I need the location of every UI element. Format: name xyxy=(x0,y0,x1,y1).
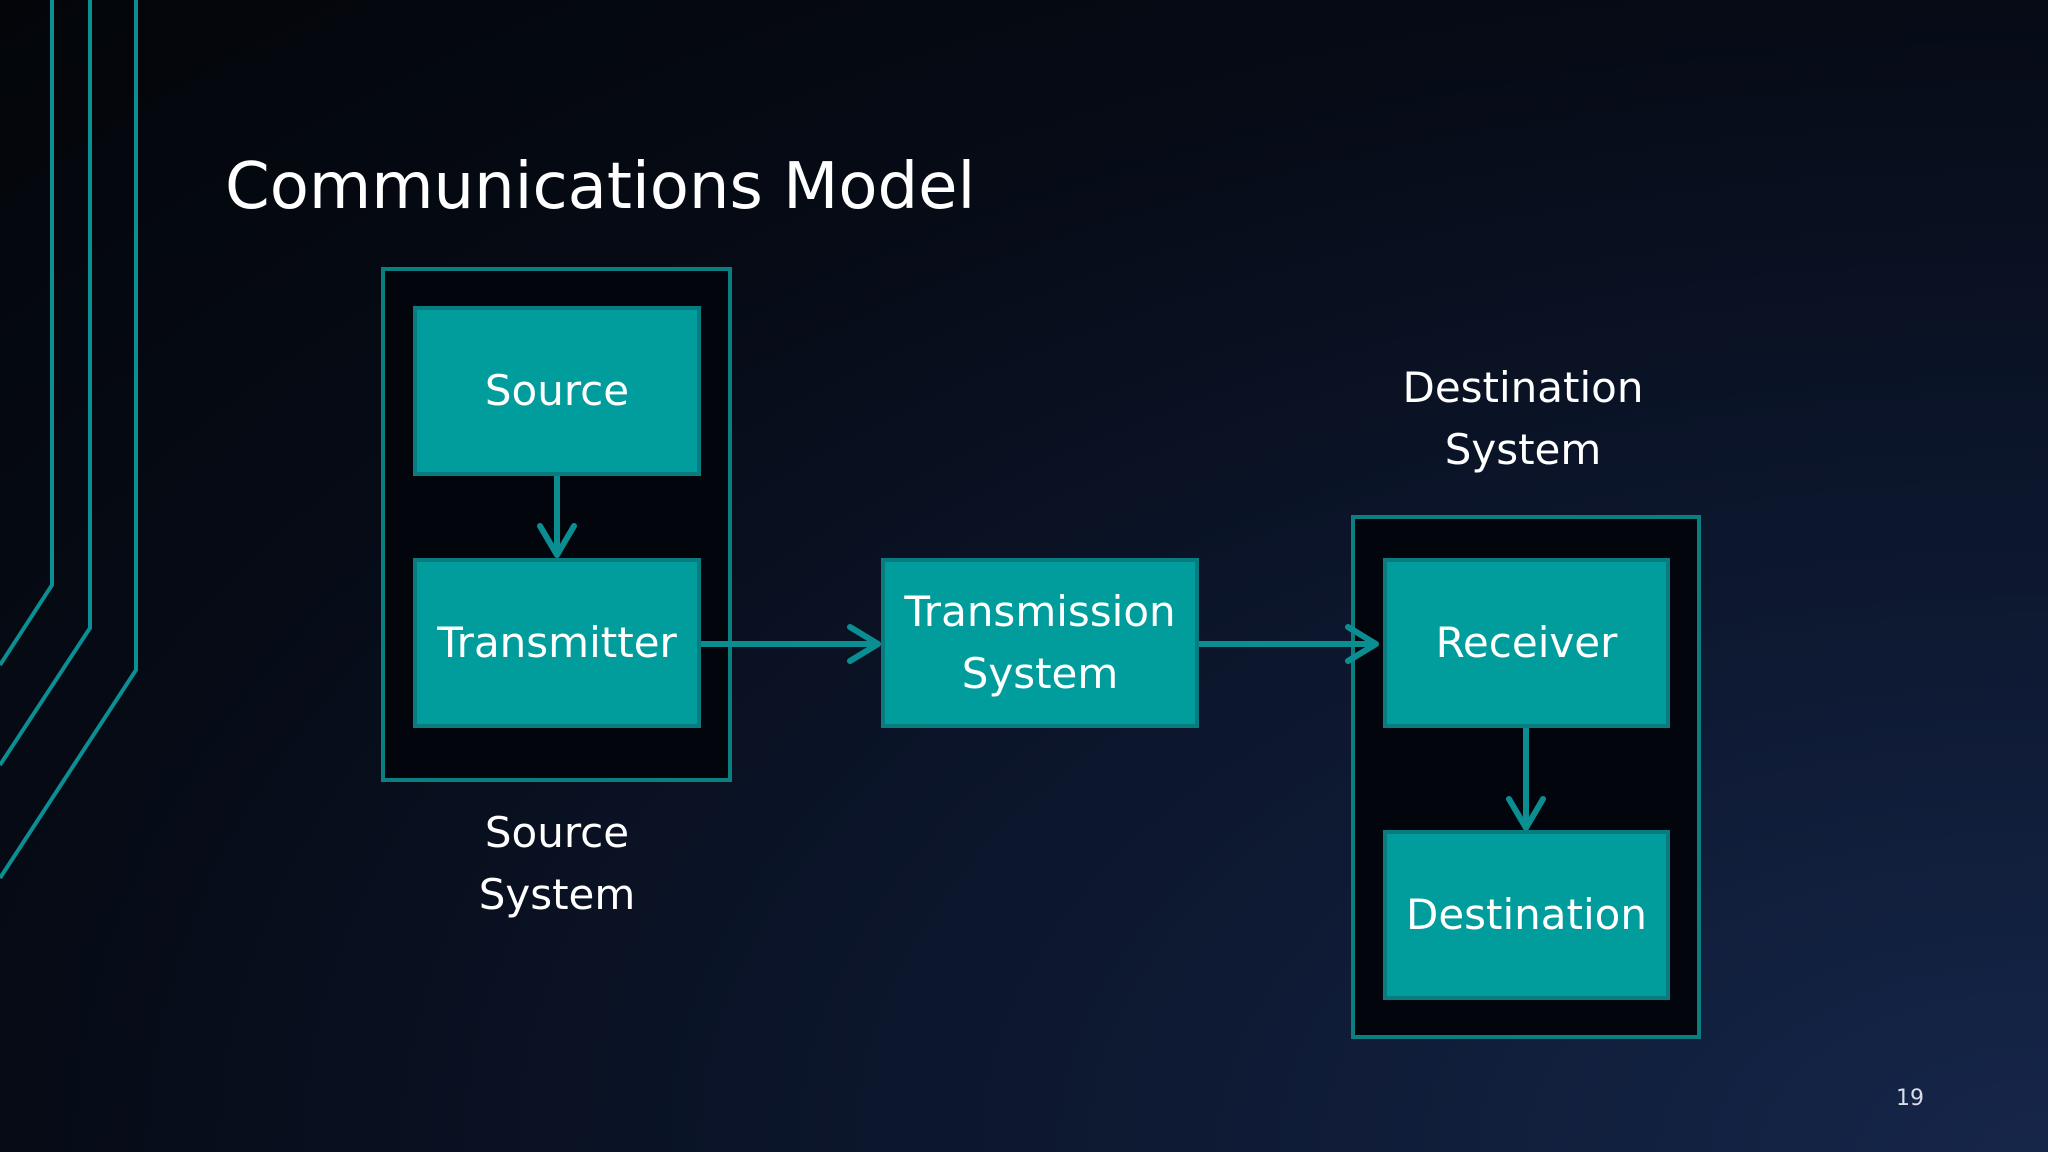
accent-line-2 xyxy=(0,0,92,767)
accent-line-3 xyxy=(0,0,138,880)
source-system-caption: Source System xyxy=(407,802,707,926)
arrowhead-transmitter-transmission xyxy=(847,624,881,664)
node-source-label: Source xyxy=(484,366,630,415)
destination-system-caption-line2: System xyxy=(1444,425,1602,474)
node-receiver: Receiver xyxy=(1383,558,1670,728)
source-system-caption-line1: Source xyxy=(484,808,630,857)
node-transmission-label-line2: System xyxy=(961,649,1119,698)
destination-system-caption-line1: Destination xyxy=(1402,363,1644,412)
accent-line-1 xyxy=(0,0,54,667)
node-destination-label: Destination xyxy=(1405,890,1647,939)
node-transmitter-label: Transmitter xyxy=(437,618,677,667)
slide-page-number: 19 xyxy=(1896,1086,1924,1111)
node-transmission-label-line1: Transmission xyxy=(904,587,1176,636)
node-source: Source xyxy=(413,306,701,476)
node-transmission-system: Transmission System xyxy=(881,558,1199,728)
node-destination: Destination xyxy=(1383,830,1670,1000)
decorative-accent-lines xyxy=(0,0,138,880)
node-transmitter: Transmitter xyxy=(413,558,701,728)
source-system-caption-line2: System xyxy=(478,870,636,919)
slide-title: Communications Model xyxy=(225,150,976,224)
destination-system-caption: Destination System xyxy=(1373,357,1673,481)
node-receiver-label: Receiver xyxy=(1435,618,1618,667)
